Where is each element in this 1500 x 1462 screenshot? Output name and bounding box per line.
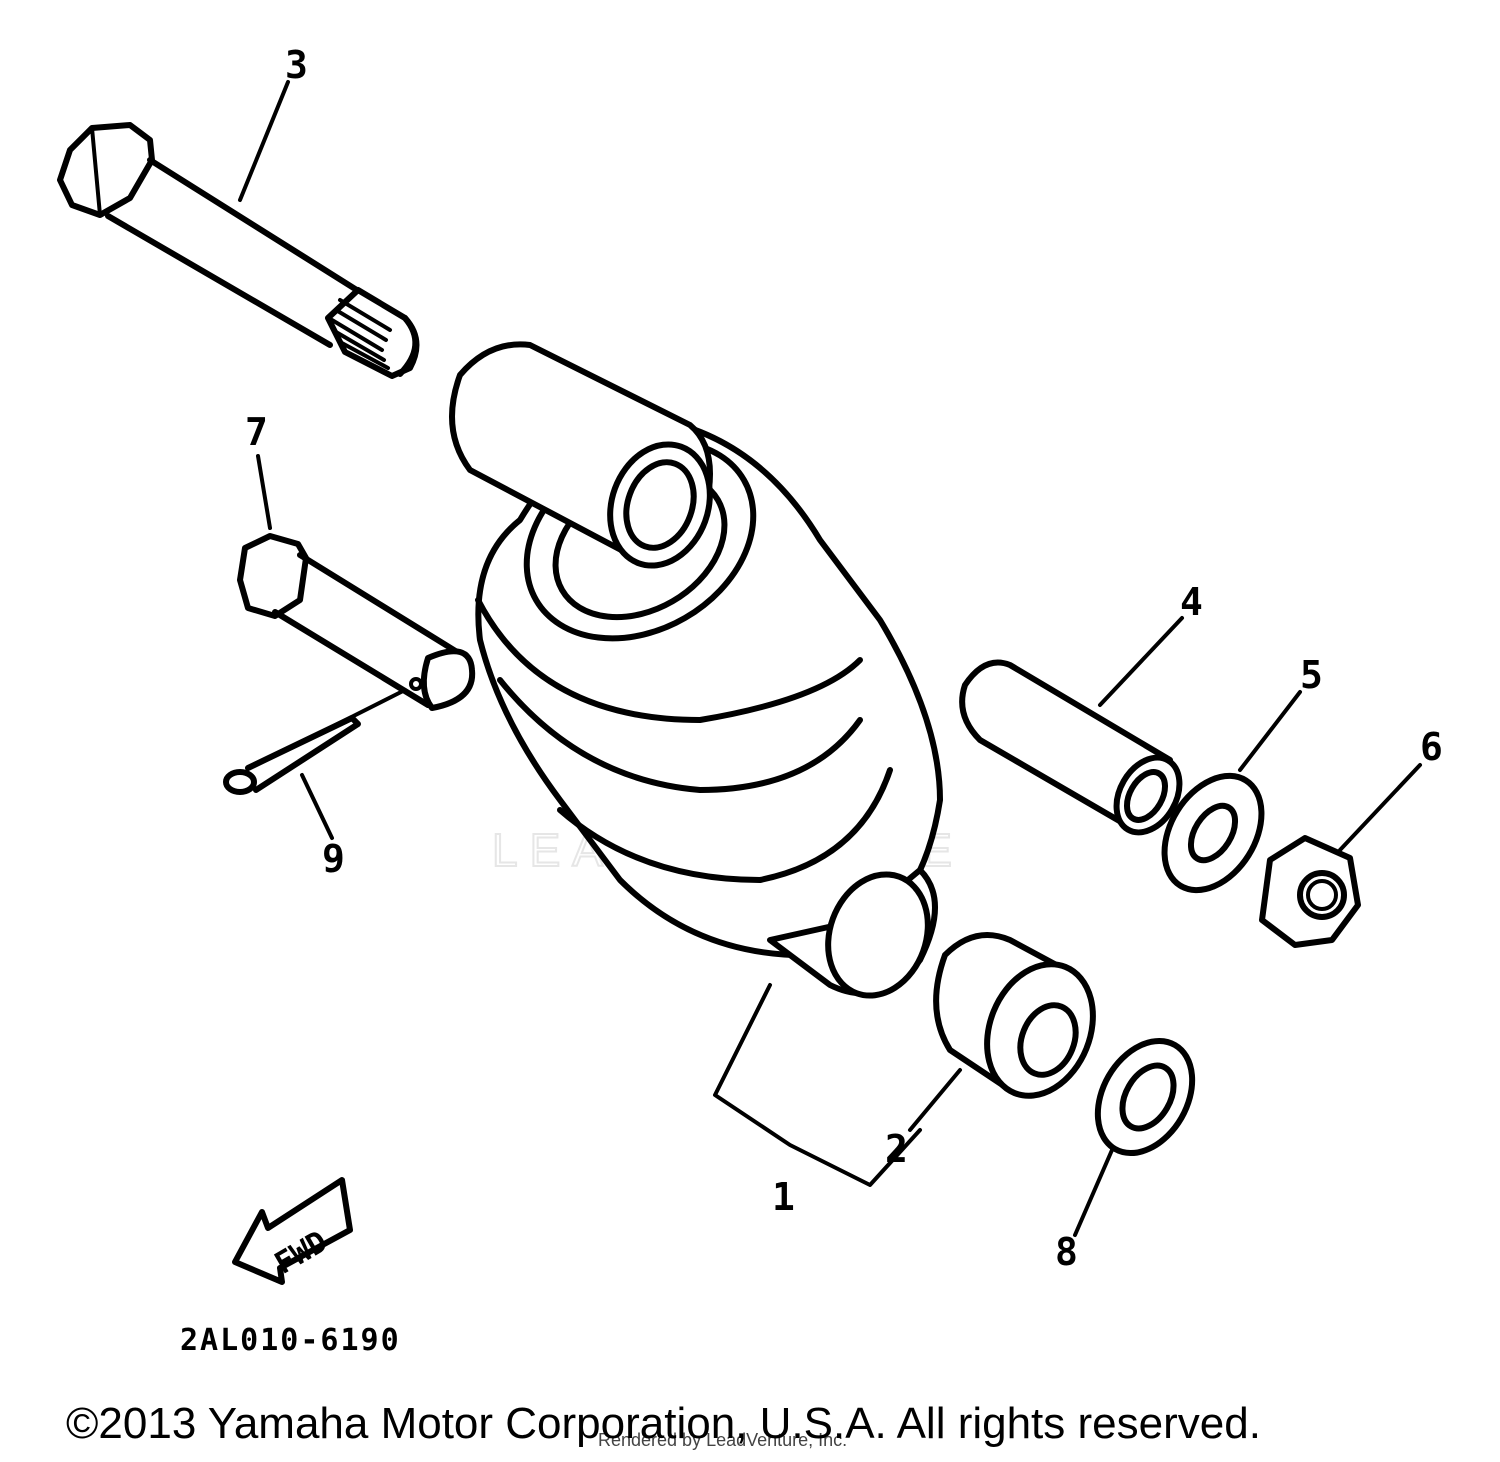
callout-9: 9: [322, 837, 345, 881]
fwd-arrow-icon: FWD: [232, 1177, 353, 1285]
nut-part-6[interactable]: [1259, 835, 1361, 948]
cotter-pin-part-9[interactable]: [223, 715, 361, 795]
callout-7: 7: [245, 410, 268, 454]
washer-part-8[interactable]: [1079, 1024, 1212, 1170]
callout-6: 6: [1420, 725, 1443, 769]
callout-3: 3: [285, 43, 308, 87]
callout-1: 1: [772, 1175, 795, 1219]
rendered-by-text: Rendered by LeadVenture, Inc.: [598, 1430, 847, 1450]
callout-4: 4: [1180, 580, 1203, 624]
bolt-part-3[interactable]: [57, 122, 420, 379]
callout-5: 5: [1300, 653, 1323, 697]
copyright-text: ©2013 Yamaha Motor Corporation, U.S.A. A…: [66, 1399, 1261, 1448]
callout-8: 8: [1055, 1230, 1078, 1274]
washer-part-5[interactable]: [1145, 758, 1282, 908]
callout-numbers: 1 2 3 4 5 6 7 8 9: [245, 43, 1443, 1274]
pin-part-7[interactable]: [237, 533, 476, 711]
bushing-part-2[interactable]: [933, 932, 1112, 1112]
callout-2: 2: [885, 1127, 908, 1171]
leader-lines: [238, 80, 1422, 1237]
collar-part-4[interactable]: [959, 659, 1192, 844]
shock-absorber-part-1[interactable]: [449, 341, 944, 1009]
diagram-code: 2AL010-6190: [180, 1323, 401, 1358]
